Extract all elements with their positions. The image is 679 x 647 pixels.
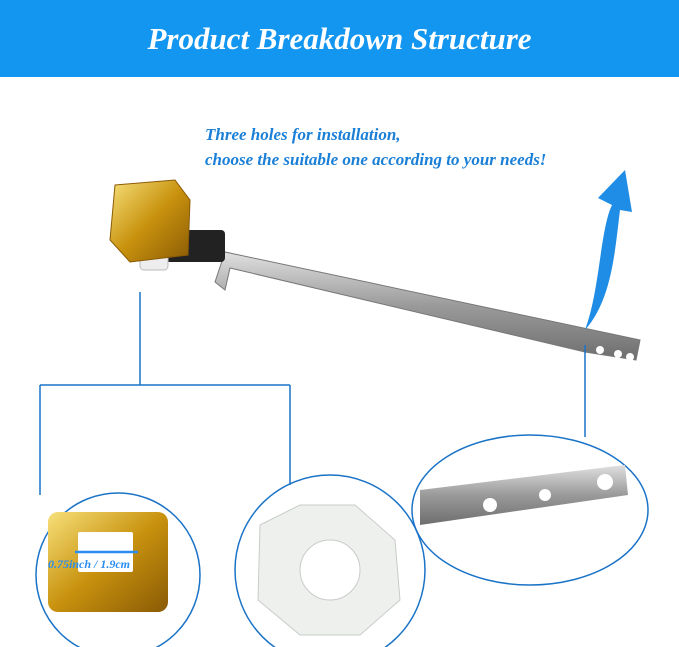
note-line-1: Three holes for installation,: [205, 125, 401, 144]
curved-arrow-icon: [585, 170, 632, 330]
plastic-nut: [257, 504, 401, 636]
toilet-lever: [109, 179, 641, 361]
page-title: Product Breakdown Structure: [147, 20, 532, 56]
header-banner: Product Breakdown Structure: [0, 0, 679, 77]
callout-lines: [35, 292, 649, 647]
escutcheon-plate: [48, 512, 168, 612]
lever-arm-closeup: [420, 465, 628, 525]
dimension-label: 0.75inch / 1.9cm: [48, 557, 131, 571]
installation-note: Three holes for installation, choose the…: [205, 122, 546, 172]
note-line-2: choose the suitable one according to you…: [205, 150, 547, 169]
